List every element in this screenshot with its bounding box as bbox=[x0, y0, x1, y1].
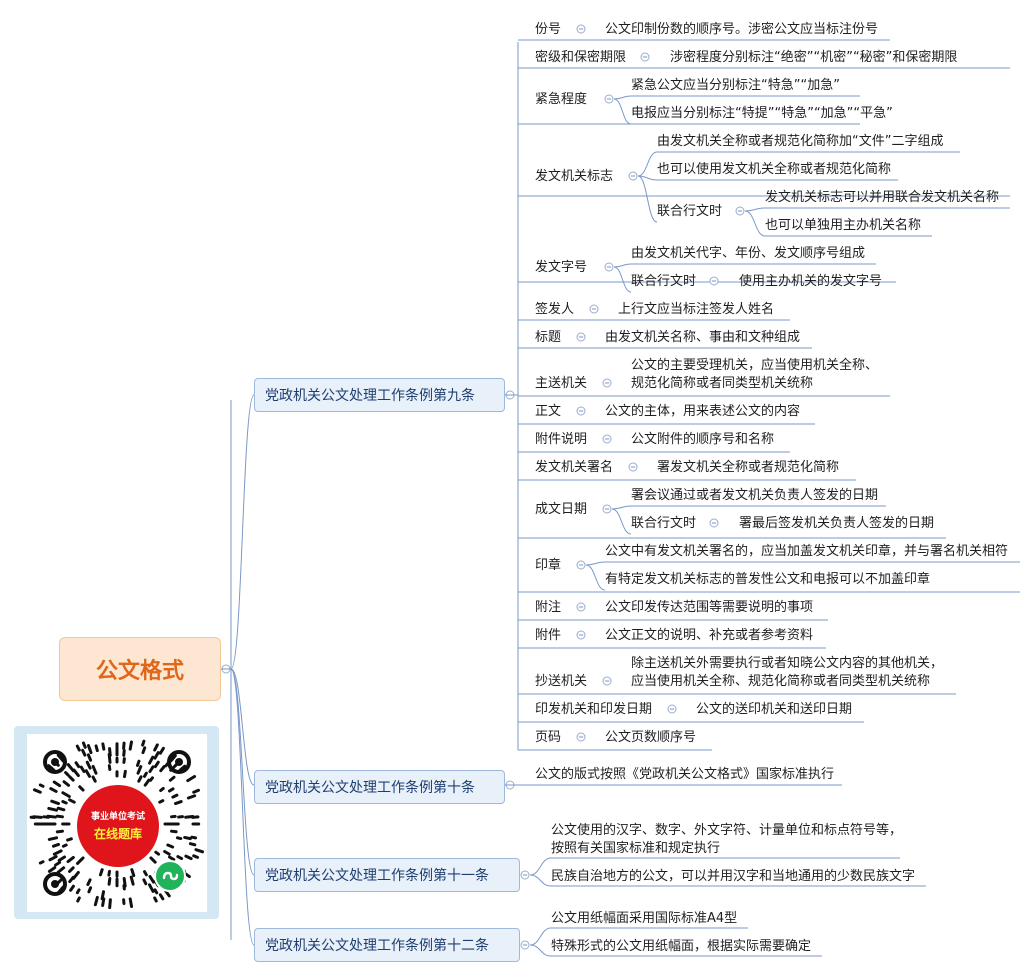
wechat-miniprogram-icon bbox=[154, 860, 186, 892]
branch-art10[interactable]: 党政机关公文处理工作条例第十条 bbox=[254, 770, 505, 804]
node-fujianshuoming-desc: 公文附件的顺序号和名称 bbox=[631, 432, 775, 447]
node-biaozhi-joint-item: 也可以单独用主办机关名称 bbox=[765, 218, 922, 233]
collapse-toggle-icon[interactable] bbox=[576, 630, 586, 640]
collapse-toggle-icon[interactable] bbox=[505, 780, 515, 790]
collapse-toggle-icon[interactable] bbox=[576, 560, 586, 570]
branch-art9-label: 党政机关公文处理工作条例第九条 bbox=[265, 388, 475, 404]
collapse-toggle-icon[interactable] bbox=[602, 676, 612, 686]
collapse-toggle-icon[interactable] bbox=[640, 52, 650, 62]
qr-badge-line2: 在线题库 bbox=[93, 826, 142, 841]
collapse-toggle-icon[interactable] bbox=[589, 304, 599, 314]
node-art11-text2: 民族自治地方的公文，可以并用汉字和当地通用的少数民族文字 bbox=[551, 869, 916, 884]
node-shuming[interactable]: 发文机关署名 bbox=[535, 460, 614, 475]
collapse-toggle-icon[interactable] bbox=[667, 704, 677, 714]
node-yinzhang-item: 有特定发文机关标志的普发性公文和电报可以不加盖印章 bbox=[605, 572, 931, 587]
branch-art11-label: 党政机关公文处理工作条例第十一条 bbox=[265, 868, 489, 884]
collapse-toggle-icon[interactable] bbox=[628, 171, 638, 181]
collapse-toggle-icon[interactable] bbox=[709, 518, 719, 528]
node-zihao-joint[interactable]: 联合行文时 bbox=[631, 274, 697, 289]
collapse-toggle-icon[interactable] bbox=[576, 332, 586, 342]
node-miji[interactable]: 密级和保密期限 bbox=[535, 50, 627, 65]
node-qianfa-desc: 上行文应当标注签发人姓名 bbox=[618, 302, 775, 317]
node-fujianshuoming[interactable]: 附件说明 bbox=[535, 432, 588, 447]
node-art12-item: 公文用纸幅面采用国际标准A4型 bbox=[551, 911, 738, 926]
node-chaosong[interactable]: 抄送机关 bbox=[535, 674, 588, 689]
node-chaosong-line: 除主送机关外需要执行或者知晓公文内容的其他机关， bbox=[631, 656, 944, 671]
branch-art11[interactable]: 党政机关公文处理工作条例第十一条 bbox=[254, 858, 520, 892]
node-zhengwen[interactable]: 正文 bbox=[535, 404, 562, 419]
node-miji-desc: 涉密程度分别标注“绝密”“机密”“秘密”和保密期限 bbox=[670, 50, 958, 65]
branch-art9[interactable]: 党政机关公文处理工作条例第九条 bbox=[254, 378, 505, 412]
node-zhusong-line: 规范化简称或者同类型机关统称 bbox=[631, 376, 814, 391]
node-yinzhang[interactable]: 印章 bbox=[535, 558, 562, 573]
node-biaozhi-joint-item: 发文机关标志可以并用联合发文机关名称 bbox=[765, 190, 1000, 205]
node-jinji-item: 电报应当分别标注“特提”“特急”“加急”“平急” bbox=[631, 106, 893, 121]
node-zihao-desc: 由发文机关代字、年份、发文顺序号组成 bbox=[631, 246, 866, 261]
qr-center-badge: 事业单位考试 在线题库 bbox=[77, 785, 159, 867]
node-chengwen-joint-desc: 署最后签发机关负责人签发的日期 bbox=[739, 516, 935, 531]
node-biaozhi[interactable]: 发文机关标志 bbox=[535, 169, 614, 184]
qr-badge-line1: 事业单位考试 bbox=[90, 811, 145, 822]
node-art11-line: 按照有关国家标准和规定执行 bbox=[551, 841, 721, 856]
node-biaoti-desc: 由发文机关名称、事由和文种组成 bbox=[605, 330, 801, 345]
collapse-toggle-icon[interactable] bbox=[735, 206, 745, 216]
collapse-toggle-icon[interactable] bbox=[602, 504, 612, 514]
collapse-toggle-icon[interactable] bbox=[221, 664, 231, 674]
collapse-toggle-icon[interactable] bbox=[505, 390, 515, 400]
node-biaozhi-item: 也可以使用发文机关全称或者规范化简称 bbox=[657, 162, 892, 177]
root-topic[interactable]: 公文格式 bbox=[59, 637, 221, 701]
node-biaoti[interactable]: 标题 bbox=[535, 330, 562, 345]
collapse-toggle-icon[interactable] bbox=[604, 94, 614, 104]
node-yema[interactable]: 页码 bbox=[535, 730, 562, 745]
node-fenhao-desc: 公文印制份数的顺序号。涉密公文应当标注份号 bbox=[605, 22, 879, 37]
collapse-toggle-icon[interactable] bbox=[602, 378, 612, 388]
node-shuming-desc: 署发文机关全称或者规范化简称 bbox=[657, 460, 840, 475]
node-fuzhu[interactable]: 附注 bbox=[535, 600, 562, 615]
node-biaozhi-joint[interactable]: 联合行文时 bbox=[657, 204, 723, 219]
branch-art12-label: 党政机关公文处理工作条例第十二条 bbox=[265, 938, 489, 954]
node-yinfa[interactable]: 印发机关和印发日期 bbox=[535, 702, 653, 717]
root-label: 公文格式 bbox=[95, 659, 184, 684]
node-zihao-joint-desc: 使用主办机关的发文字号 bbox=[739, 274, 883, 289]
node-chengwen-joint[interactable]: 联合行文时 bbox=[631, 516, 697, 531]
node-jinji[interactable]: 紧急程度 bbox=[535, 92, 588, 107]
node-zhusong[interactable]: 主送机关 bbox=[535, 376, 588, 391]
node-zhengwen-desc: 公文的主体，用来表述公文的内容 bbox=[605, 404, 801, 419]
collapse-toggle-icon[interactable] bbox=[576, 406, 586, 416]
branch-art12[interactable]: 党政机关公文处理工作条例第十二条 bbox=[254, 928, 520, 962]
node-yinzhang-item: 公文中有发文机关署名的，应当加盖发文机关印章，并与署名机关相符 bbox=[605, 544, 1009, 559]
collapse-toggle-icon[interactable] bbox=[576, 24, 586, 34]
node-yema-desc: 公文页数顺序号 bbox=[605, 730, 697, 745]
collapse-toggle-icon[interactable] bbox=[576, 732, 586, 742]
node-fujian[interactable]: 附件 bbox=[535, 628, 562, 643]
collapse-toggle-icon[interactable] bbox=[520, 940, 530, 950]
node-chaosong-line: 应当使用机关全称、规范化简称或者同类型机关统称 bbox=[631, 674, 931, 689]
collapse-toggle-icon[interactable] bbox=[709, 276, 719, 286]
collapse-toggle-icon[interactable] bbox=[520, 870, 530, 880]
node-biaozhi-item: 由发文机关全称或者规范化简称加“文件”二字组成 bbox=[657, 134, 944, 149]
node-chengwen-desc: 署会议通过或者发文机关负责人签发的日期 bbox=[631, 488, 879, 503]
node-art12-item: 特殊形式的公文用纸幅面，根据实际需要确定 bbox=[551, 939, 812, 954]
node-zihao[interactable]: 发文字号 bbox=[535, 260, 588, 275]
node-qianfa[interactable]: 签发人 bbox=[535, 302, 575, 317]
collapse-toggle-icon[interactable] bbox=[576, 602, 586, 612]
collapse-toggle-icon[interactable] bbox=[604, 262, 614, 272]
node-zhusong-line: 公文的主要受理机关，应当使用机关全称、 bbox=[631, 358, 879, 373]
node-fenhao[interactable]: 份号 bbox=[535, 22, 562, 37]
node-art11-line: 公文使用的汉字、数字、外文字符、计量单位和标点符号等， bbox=[551, 823, 903, 838]
node-art10-text: 公文的版式按照《党政机关公文格式》国家标准执行 bbox=[535, 767, 835, 782]
collapse-toggle-icon[interactable] bbox=[628, 462, 638, 472]
collapse-toggle-icon[interactable] bbox=[602, 434, 612, 444]
node-yinfa-desc: 公文的送印机关和送印日期 bbox=[696, 702, 853, 717]
node-jinji-item: 紧急公文应当分别标注“特急”“加急” bbox=[631, 78, 840, 93]
branch-art10-label: 党政机关公文处理工作条例第十条 bbox=[265, 780, 475, 796]
qr-code-pattern bbox=[29, 739, 205, 910]
node-fuzhu-desc: 公文印发传达范围等需要说明的事项 bbox=[605, 600, 814, 615]
node-fujian-desc: 公文正文的说明、补充或者参考资料 bbox=[605, 628, 814, 643]
node-chengwen[interactable]: 成文日期 bbox=[535, 502, 588, 517]
